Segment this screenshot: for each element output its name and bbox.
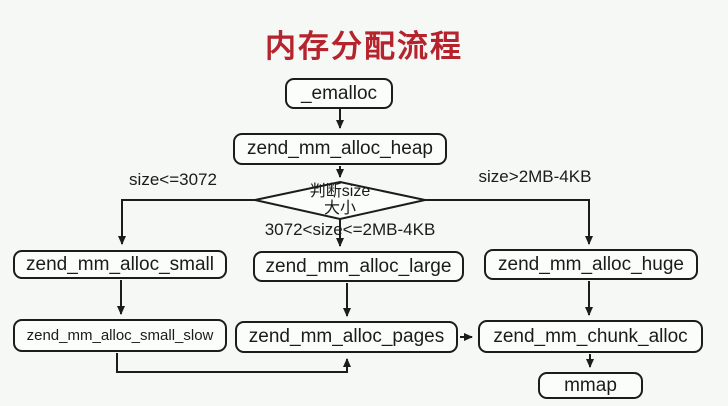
node-mmap: mmap — [538, 372, 643, 399]
node-alloc-large: zend_mm_alloc_large — [253, 251, 464, 282]
edge-small-slow-to-pages — [116, 353, 351, 373]
node-alloc-huge: zend_mm_alloc_huge — [484, 249, 698, 280]
page-title: 内存分配流程 — [265, 29, 463, 64]
decision-node-label: 判断size 大小 — [285, 183, 395, 217]
node-alloc-small-slow: zend_mm_alloc_small_slow — [13, 319, 227, 352]
edge-label-size-large: 3072<size<=2MB-4KB — [264, 220, 436, 239]
edge-decision-to-small — [118, 199, 255, 245]
node-alloc-pages: zend_mm_alloc_pages — [235, 321, 458, 353]
node-alloc-small: zend_mm_alloc_small — [13, 250, 227, 279]
decision-label-line1: 判断size — [309, 183, 371, 200]
edge-decision-to-huge — [425, 199, 593, 245]
edge-label-size-huge: size>2MB-4KB — [478, 167, 592, 186]
decision-label-line2: 大小 — [323, 200, 356, 217]
node-chunk-alloc: zend_mm_chunk_alloc — [478, 320, 703, 353]
node-emalloc: _emalloc — [285, 78, 393, 109]
node-alloc-heap: zend_mm_alloc_heap — [233, 133, 447, 165]
edge-label-size-small: size<=3072 — [129, 170, 217, 189]
